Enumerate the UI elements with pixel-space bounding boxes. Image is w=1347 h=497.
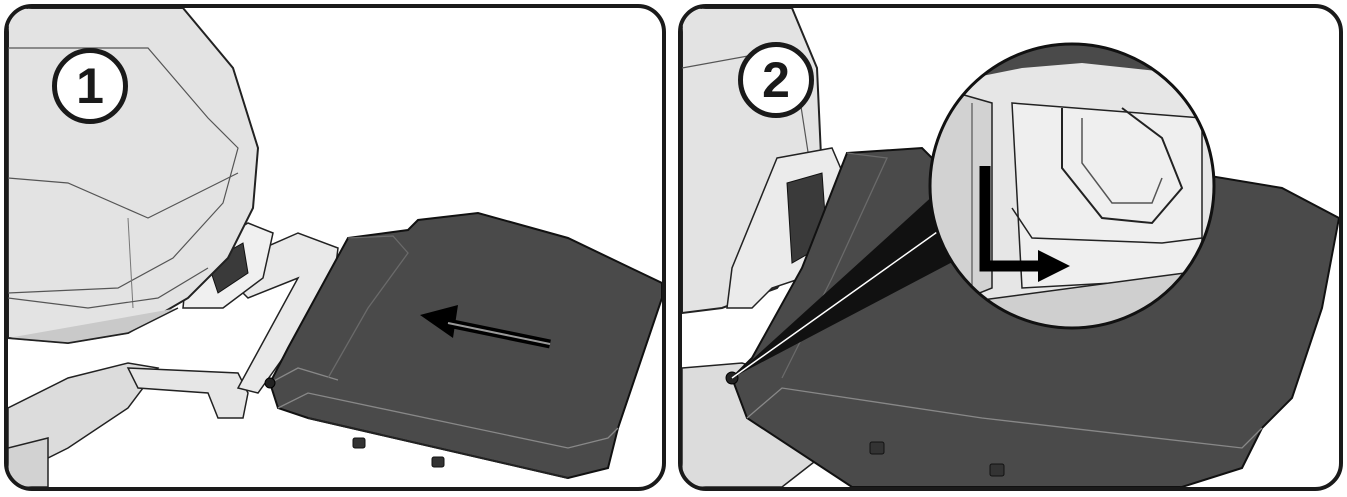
- step-2-panel: 2: [678, 4, 1343, 491]
- step-number-badge: 2: [738, 42, 814, 118]
- step-number-badge: 1: [52, 48, 128, 124]
- tray-foot: [432, 457, 444, 467]
- step-1-panel: 1: [4, 4, 666, 491]
- tray-foot: [990, 464, 1004, 476]
- tray-foot: [870, 442, 884, 454]
- tray-foot: [353, 438, 365, 448]
- support-arm: [128, 368, 248, 418]
